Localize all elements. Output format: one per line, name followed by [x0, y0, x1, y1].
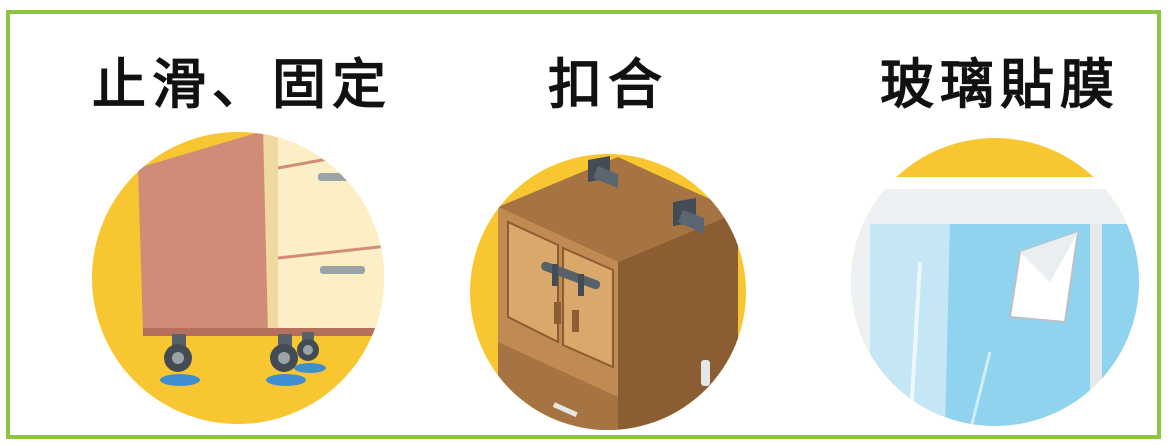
title-glass-film: 玻璃貼膜: [880, 53, 1120, 116]
title-anti-slip-fixing: 止滑、固定: [92, 53, 392, 116]
title-latch: 扣合: [548, 53, 668, 116]
cabinet-lock-brackets-icon: [470, 154, 746, 430]
furniture-caster-wheels-icon: [92, 132, 384, 424]
window-glass-film-icon: [851, 138, 1139, 426]
